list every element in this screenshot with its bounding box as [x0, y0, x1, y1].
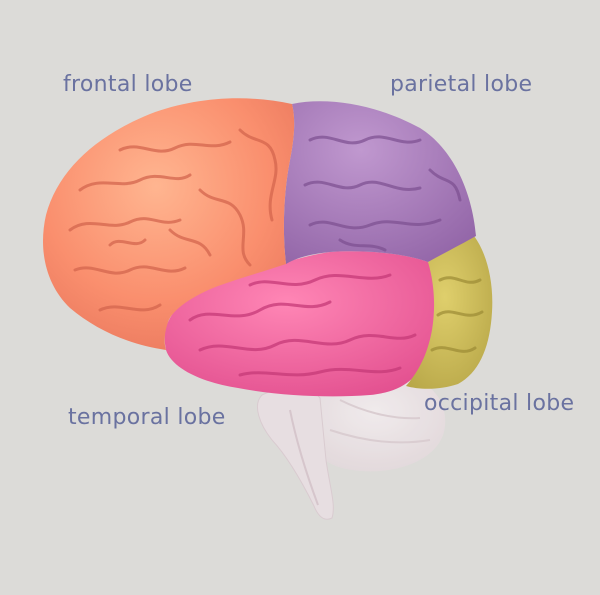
occipital-lobe-label: occipital lobe	[424, 391, 575, 416]
frontal-lobe-label: frontal lobe	[63, 72, 193, 97]
frontal-lobe-region	[43, 98, 295, 350]
gyri-texture	[68, 128, 484, 377]
parietal-lobe-label: parietal lobe	[390, 72, 533, 97]
temporal-lobe-label: temporal lobe	[68, 405, 226, 430]
brainstem-cerebellum	[257, 371, 446, 520]
temporal-lobe-region	[164, 251, 437, 397]
